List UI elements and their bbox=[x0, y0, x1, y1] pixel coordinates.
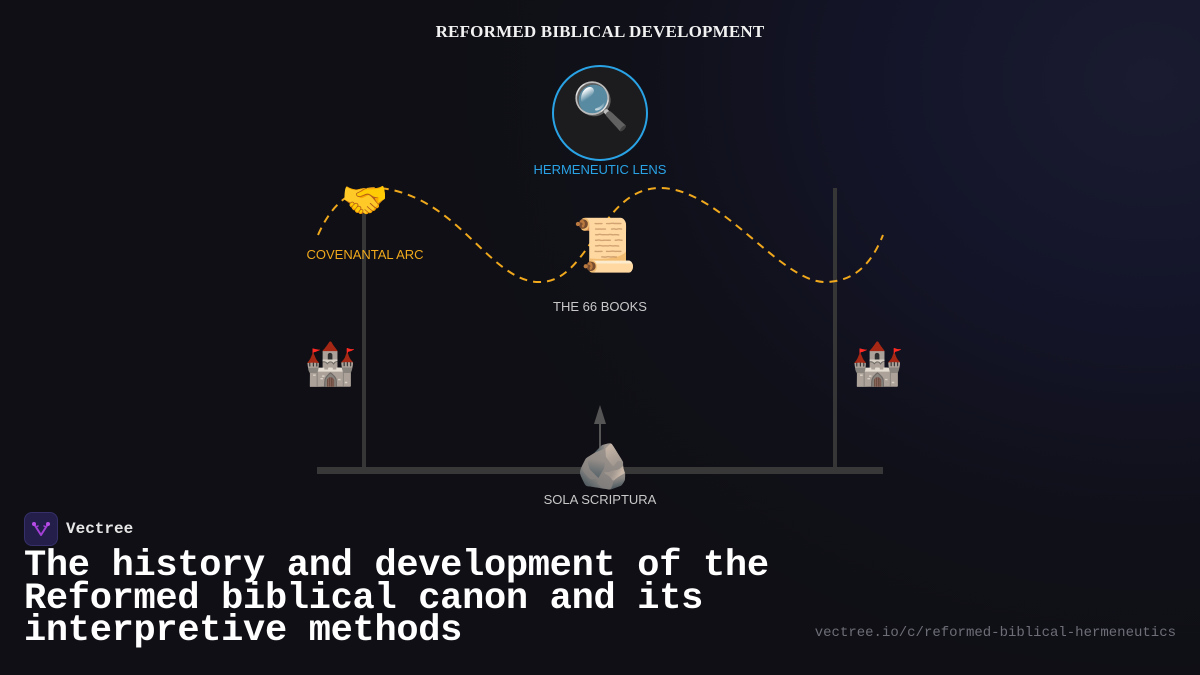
hermeneutic-lens-label: HERMENEUTIC LENS bbox=[533, 162, 667, 177]
scroll-icon: 📜 bbox=[572, 217, 637, 275]
base-beam bbox=[317, 467, 883, 474]
rock-icon: 🪨 bbox=[576, 442, 631, 491]
right-pillar bbox=[833, 188, 837, 470]
sola-scriptura-label: SOLA SCRIPTURA bbox=[543, 492, 657, 507]
vectree-logo-icon bbox=[24, 512, 58, 546]
brand-name: Vectree bbox=[66, 520, 134, 538]
castle-icon: 🏰 bbox=[304, 340, 357, 387]
headline: The history and development of the Refor… bbox=[24, 545, 769, 652]
covenantal-arc-label: COVENANTAL ARC bbox=[306, 247, 424, 262]
arrow-up-icon bbox=[594, 405, 606, 424]
lens-circle bbox=[552, 65, 648, 161]
sixty-six-books-label: THE 66 BOOKS bbox=[553, 299, 647, 314]
source-url: vectree.io/c/reformed-biblical-hermeneut… bbox=[814, 625, 1176, 641]
left-pillar bbox=[362, 188, 366, 470]
magnifying-glass-icon: 🔍 bbox=[572, 80, 630, 132]
castle-icon: 🏰 bbox=[851, 340, 904, 387]
diagram-title: REFORMED BIBLICAL DEVELOPMENT bbox=[435, 22, 765, 41]
handshake-icon: 🤝 bbox=[341, 180, 389, 222]
covenantal-wave bbox=[317, 186, 884, 284]
brand: Vectree bbox=[24, 512, 133, 546]
